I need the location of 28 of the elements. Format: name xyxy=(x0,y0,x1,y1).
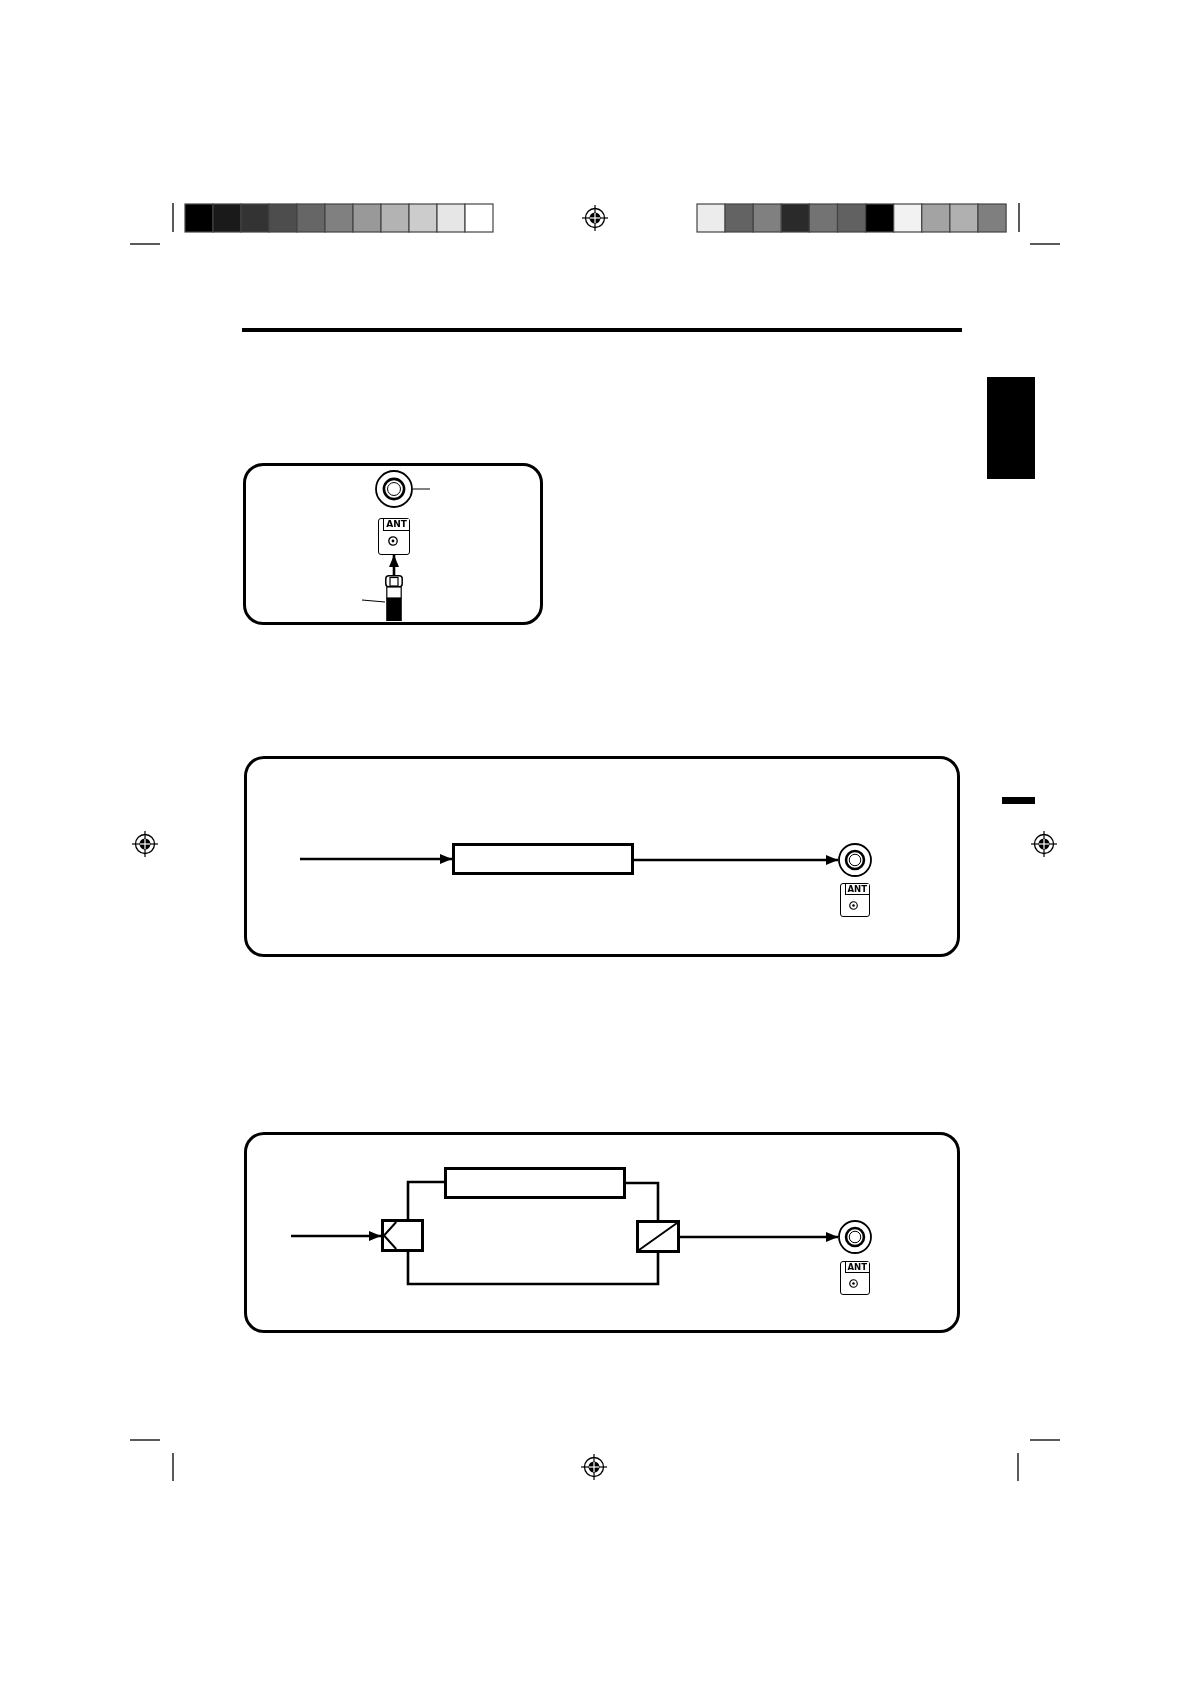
leader-line xyxy=(412,488,431,490)
leader-line xyxy=(361,599,386,603)
section-tab xyxy=(987,377,1035,479)
terminal-label: ANT xyxy=(844,884,869,896)
connector-line xyxy=(626,1181,660,1220)
diagram-panel xyxy=(243,463,543,625)
connector-line xyxy=(406,1180,444,1219)
combiner-box xyxy=(636,1220,680,1253)
component-box xyxy=(452,843,634,875)
antenna-terminal-plate xyxy=(378,518,410,555)
connector-line xyxy=(406,1252,660,1286)
coaxial-jack xyxy=(375,470,413,508)
coaxial-jack xyxy=(838,1220,872,1254)
diagram-panel xyxy=(244,756,960,957)
cable-connector xyxy=(385,575,403,621)
arrow xyxy=(389,555,399,575)
arrow xyxy=(634,855,838,865)
antenna-terminal-plate xyxy=(840,883,870,917)
antenna-terminal-plate xyxy=(840,1261,870,1295)
arrow xyxy=(680,1232,838,1242)
coaxial-jack xyxy=(838,843,872,877)
terminal-label: ANT xyxy=(383,519,409,531)
terminal-label: ANT xyxy=(844,1262,869,1274)
splitter-box xyxy=(381,1219,424,1252)
arrow xyxy=(291,1231,381,1241)
diagram-panel xyxy=(244,1132,960,1333)
arrow xyxy=(300,854,452,864)
component-box xyxy=(444,1167,626,1199)
